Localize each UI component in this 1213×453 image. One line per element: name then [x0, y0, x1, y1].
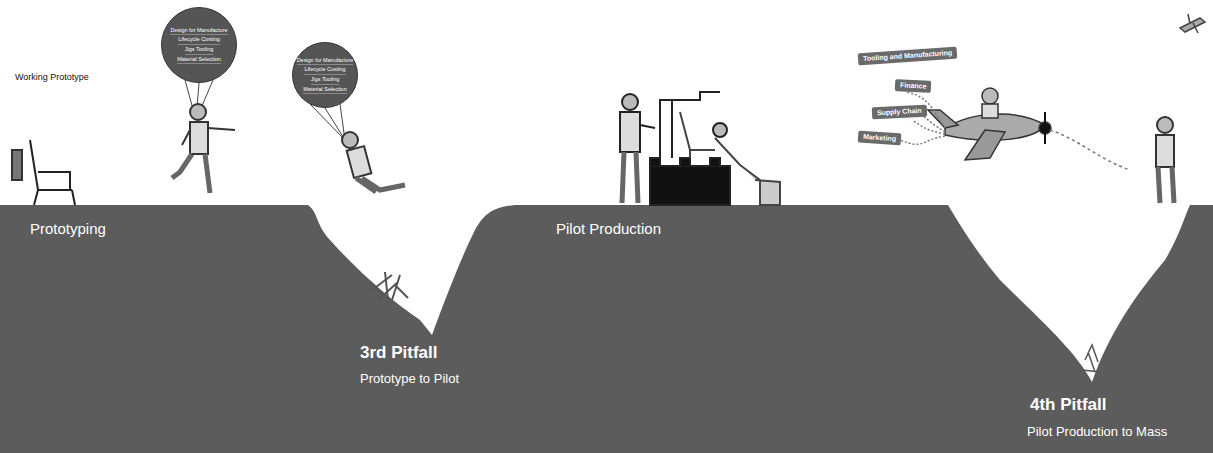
- stage-name: Prototyping: [30, 220, 106, 237]
- pitfall-title: 4th Pitfall: [1030, 395, 1107, 415]
- falling-person: [310, 104, 405, 192]
- broken-chair: [370, 272, 408, 300]
- prototype-chair: [12, 140, 75, 205]
- ribbon-banner: Finance: [895, 79, 932, 93]
- production-machine: [620, 92, 780, 205]
- ribbon-text: Supply Chain: [877, 107, 922, 118]
- plane: [900, 88, 1130, 170]
- balloon-text: Lifecycle Costing: [178, 35, 220, 45]
- balloon-text: Jigs Tooling: [311, 75, 339, 85]
- distant-plane: [1180, 14, 1205, 33]
- pitfall-title: 3rd Pitfall: [360, 343, 437, 363]
- ribbon-text: Tooling and Manufacturing: [863, 49, 953, 64]
- rubble: [1082, 345, 1100, 372]
- ribbon-banner: Supply Chain: [872, 105, 927, 120]
- balloon-text: Jigs Tooling: [185, 45, 214, 55]
- ground: [0, 205, 1213, 453]
- balloon: Design for ManufactureLifecycle CostingJ…: [292, 42, 358, 108]
- running-person: [172, 80, 235, 193]
- standing-person: [1156, 117, 1174, 203]
- pitfall-subtitle: Prototype to Pilot: [360, 372, 459, 387]
- ribbon-banner: Marketing: [858, 131, 902, 146]
- ribbon-text: Finance: [900, 81, 927, 91]
- balloon-text: Design for Manufacture: [170, 26, 227, 36]
- ribbon-text: Marketing: [863, 133, 897, 144]
- balloon-text: Material Selection: [303, 85, 346, 95]
- balloon: Design for ManufactureLifecycle CostingJ…: [161, 7, 237, 83]
- figure-caption: Working Prototype: [15, 72, 89, 82]
- pitfall-subtitle: Pilot Production to Mass: [1027, 425, 1167, 440]
- ribbon-banner: Tooling and Manufacturing: [858, 47, 958, 66]
- balloon-text: Design for Manufacture: [297, 56, 354, 66]
- stage-name: Pilot Production: [556, 220, 661, 237]
- balloon-text: Material Selection: [177, 55, 221, 65]
- balloon-text: Lifecycle Costing: [304, 65, 345, 75]
